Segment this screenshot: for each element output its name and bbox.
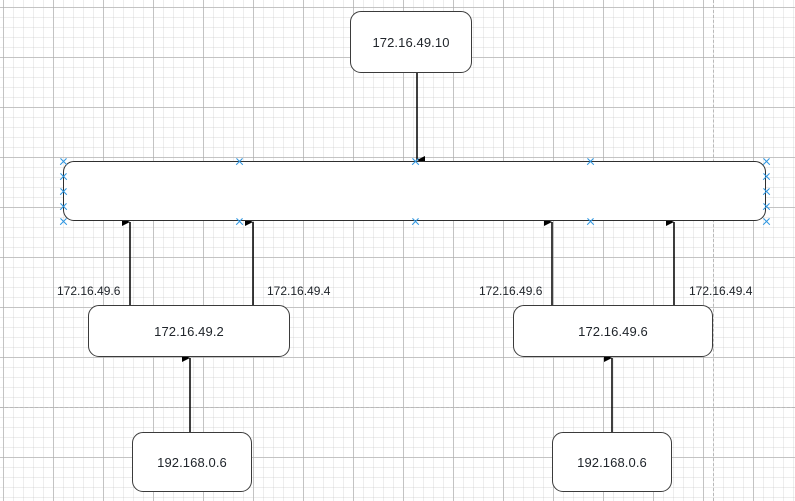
node-192-168-0-6-left[interactable]: 192.168.0.6 xyxy=(132,432,252,492)
edge-label-right-172-16-49-6: 172.16.49.6 xyxy=(479,284,543,298)
node-label: 172.16.49.10 xyxy=(372,34,450,50)
node-192-168-0-6-right[interactable]: 192.168.0.6 xyxy=(552,432,672,492)
node-label: 172.16.49.6 xyxy=(578,323,648,339)
node-label: 192.168.0.6 xyxy=(157,454,227,470)
node-172-16-49-6[interactable]: 172.16.49.6 xyxy=(513,305,713,357)
edge-label-left-172-16-49-4: 172.16.49.4 xyxy=(267,284,331,298)
page-break-vertical xyxy=(713,0,714,501)
node-label: 192.168.0.6 xyxy=(577,454,647,470)
edge-label-right-172-16-49-4: 172.16.49.4 xyxy=(689,284,753,298)
edge-label-left-172-16-49-6: 172.16.49.6 xyxy=(57,284,121,298)
node-172-16-49-10[interactable]: 172.16.49.10 xyxy=(350,11,472,73)
switch-bar[interactable] xyxy=(63,161,766,221)
node-172-16-49-2[interactable]: 172.16.49.2 xyxy=(88,305,290,357)
node-label: 172.16.49.2 xyxy=(154,323,224,339)
page-break-horizontal xyxy=(0,407,795,408)
